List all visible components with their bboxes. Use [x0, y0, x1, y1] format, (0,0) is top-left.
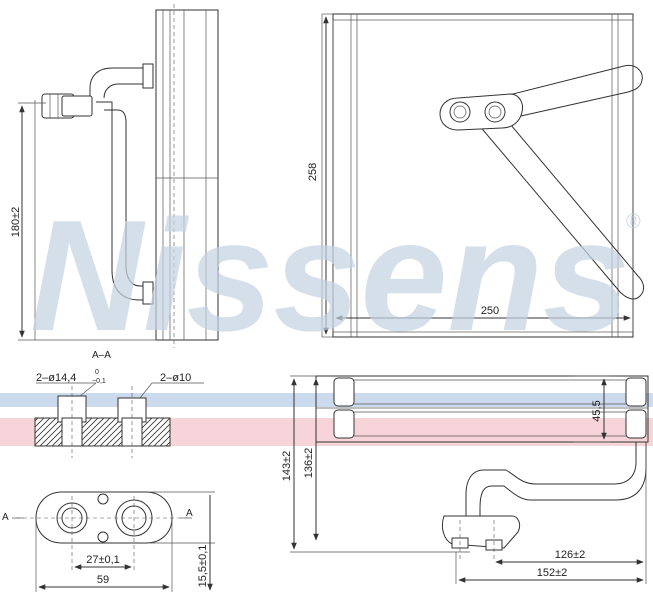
dim-pipe-152: 152±2 [537, 567, 568, 579]
bottom-pipe [465, 442, 647, 520]
front-pipe-diagonal [477, 111, 645, 300]
dim-flange-width: 59 [97, 574, 109, 586]
front-pipe-upper [504, 64, 643, 119]
registered-mark: ® [626, 211, 641, 233]
dim-port-big: 2–ø14,4 [36, 372, 76, 384]
dim-port-big-tol-upper: 0 [95, 369, 99, 376]
watermark-logo: Nissens ® [30, 188, 641, 364]
front-port-big [449, 101, 471, 123]
side-pipe-upper [89, 67, 148, 99]
bottom-view: 45,5 143±2 136±2 126±2 152±2 [281, 375, 649, 584]
watermark-text: Nissens [30, 188, 630, 364]
dim-pipe-126: 126±2 [555, 549, 586, 561]
watermark-band-blue [0, 393, 653, 407]
dim-flange-pitch: 27±0,1 [86, 554, 120, 566]
dim-front-width: 250 [481, 305, 499, 317]
dim-port-big-tol-lower: −0,1 [92, 378, 106, 385]
cut-marker-left: A [2, 512, 9, 523]
dim-front-height: 258 [307, 163, 319, 181]
side-core [155, 9, 219, 341]
dim-port-small: 2–ø10 [160, 372, 191, 384]
flange-outline [35, 491, 173, 544]
front-view: 258 250 [307, 13, 645, 338]
dim-height-143: 143±2 [281, 451, 293, 482]
port-block-hatched [34, 417, 171, 447]
front-port-small [484, 101, 506, 123]
dim-flange-thickness: 15,5±0,1 [197, 545, 209, 588]
port-section-view: 2–ø14,4 0 −0,1 2–ø10 [34, 369, 204, 458]
dim-height-136: 136±2 [303, 448, 315, 479]
dim-side-height: 180±2 [10, 207, 22, 238]
flange-view: A A 27±0,1 59 15,5±0,1 [2, 491, 215, 592]
section-label: A–A [92, 350, 111, 361]
side-view: 180±2 A–A [10, 4, 219, 361]
side-pipe-long [96, 101, 148, 301]
dim-depth: 45,5 [591, 400, 603, 421]
cut-marker-right: A [186, 508, 193, 519]
